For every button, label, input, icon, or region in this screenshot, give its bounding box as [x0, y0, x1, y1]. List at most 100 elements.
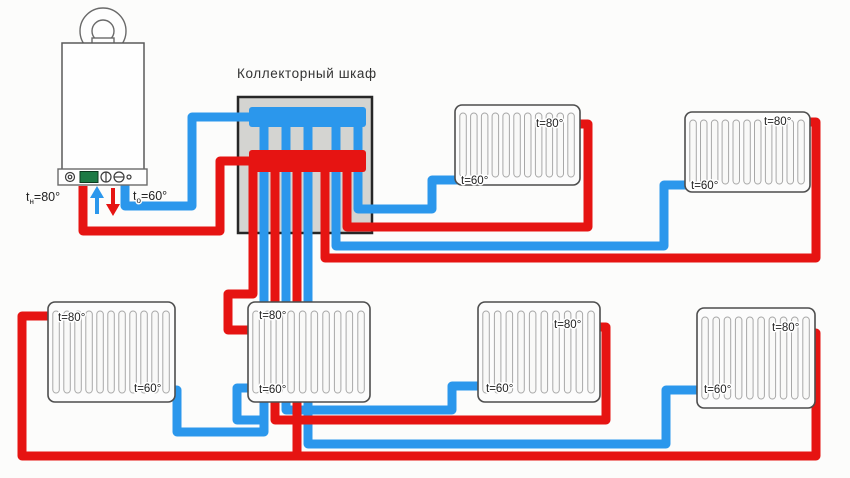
return-temp-label: t=60° [259, 384, 286, 396]
boiler-display [79, 171, 99, 183]
supply-temp-label: t=80° [259, 310, 286, 322]
radiator-fin [721, 119, 730, 185]
boiler-drain-icon [113, 171, 125, 183]
supply-temp-label: t=80° [536, 118, 563, 130]
radiator-fin [287, 310, 295, 394]
radiator-top1-supply-pipe [342, 119, 593, 232]
radiator-fin [118, 310, 126, 394]
boiler [57, 7, 148, 186]
flow-up-arrow-icon [95, 197, 99, 214]
return-manifold [249, 107, 366, 127]
return-temp-label: t=60° [486, 383, 513, 395]
radiator-fin [768, 316, 777, 400]
radiator-fin [470, 112, 478, 178]
radiator-fin [701, 316, 709, 400]
radiator-bottom2-supply-pipe [223, 165, 258, 335]
radiator-fin [754, 119, 762, 185]
supply-temp-label: t=80° [772, 322, 799, 334]
radiator-fin [587, 310, 595, 394]
radiator-fin [162, 310, 170, 394]
radiator-fin [700, 119, 708, 185]
radiator-fin [322, 310, 330, 394]
radiator-fin [689, 119, 697, 185]
supply-temp-label: t=80° [58, 312, 85, 324]
flow-up-arrowhead-icon [90, 186, 104, 198]
radiator-fin [513, 112, 521, 178]
radiator-fin [534, 112, 543, 178]
radiator-fin [129, 310, 137, 394]
radiator-fin [563, 310, 572, 394]
radiator-fin [786, 119, 794, 185]
boiler-valve-icon [100, 171, 112, 183]
radiator-fin [757, 316, 765, 400]
radiator-fin [275, 310, 284, 394]
radiator-fin [552, 310, 560, 394]
radiator-fin [723, 316, 732, 400]
radiator-top2-return-pipe [331, 122, 694, 251]
radiator-fin [802, 316, 810, 400]
boiler-body [61, 42, 145, 171]
radiator-fins [701, 316, 810, 400]
radiator-fin [797, 119, 805, 185]
radiator-fin [52, 310, 60, 394]
boiler-supply-pipe [78, 156, 252, 236]
radiator-fin [491, 112, 500, 178]
radiator-fin [151, 310, 159, 394]
radiator-fin [298, 310, 307, 394]
radiator-fin [252, 310, 260, 394]
return-temp-label: t=60° [704, 384, 731, 396]
radiator-fin [502, 112, 510, 178]
radiator-fin [482, 310, 490, 394]
radiator-bottom-1: t=80° t=60° [47, 301, 176, 403]
radiator-fin [575, 310, 584, 394]
radiator-fin [556, 112, 564, 178]
radiator-fin [74, 310, 82, 394]
supply-temp-label: t=80° [554, 319, 581, 331]
supply-manifold [249, 150, 366, 172]
radiator-fin [357, 310, 365, 394]
radiator-fin [524, 112, 532, 178]
radiator-fin [734, 316, 743, 400]
radiator-fin [775, 119, 784, 185]
radiator-fin [732, 119, 740, 185]
flow-direction-arrows [90, 186, 120, 216]
radiator-fin [528, 310, 537, 394]
radiator-fin [764, 119, 773, 185]
radiator-top-1: t=80° t=60° [454, 104, 581, 189]
boiler-dot-icon [126, 174, 132, 180]
supply-temp-label: t=80° [764, 116, 791, 128]
radiator-fin [779, 316, 788, 400]
radiator-fin [540, 310, 549, 394]
radiator-fin [710, 119, 719, 185]
radiator-fin [333, 310, 342, 394]
radiator-fin [480, 112, 489, 178]
radiator-fin [505, 310, 514, 394]
diagram-title: Коллекторный шкаф [237, 66, 377, 81]
flow-down-arrow-icon [111, 188, 115, 205]
radiator-fin [493, 310, 502, 394]
radiator-fins [252, 310, 365, 394]
radiator-fin [85, 310, 93, 394]
radiator-fins [482, 310, 595, 394]
radiator-bottom-4: t=80° t=60° [696, 307, 816, 409]
radiator-fin [459, 112, 467, 178]
radiator-fin [107, 310, 115, 394]
radiator-top-2: t=80° t=60° [684, 111, 811, 194]
radiator-fins [689, 119, 805, 185]
radiator-fin [310, 310, 319, 394]
radiator-top1-return-pipe [353, 122, 464, 214]
return-temp-label: t=60° [461, 175, 488, 187]
radiator-bottom-3: t=80° t=60° [477, 301, 601, 403]
radiator-bottom2-return-pipe [232, 383, 262, 425]
radiator-fin [517, 310, 525, 394]
radiator-fin [345, 310, 354, 394]
return-temp-label: t=60° [691, 180, 718, 192]
radiator-fin [746, 316, 754, 400]
radiator-fin [743, 119, 751, 185]
flow-down-arrowhead-icon [106, 204, 120, 216]
boiler-supply-temp-label: tн=80° [26, 190, 60, 206]
return-temp-label: t=60° [134, 383, 161, 395]
boiler-knob-icon [64, 171, 76, 183]
